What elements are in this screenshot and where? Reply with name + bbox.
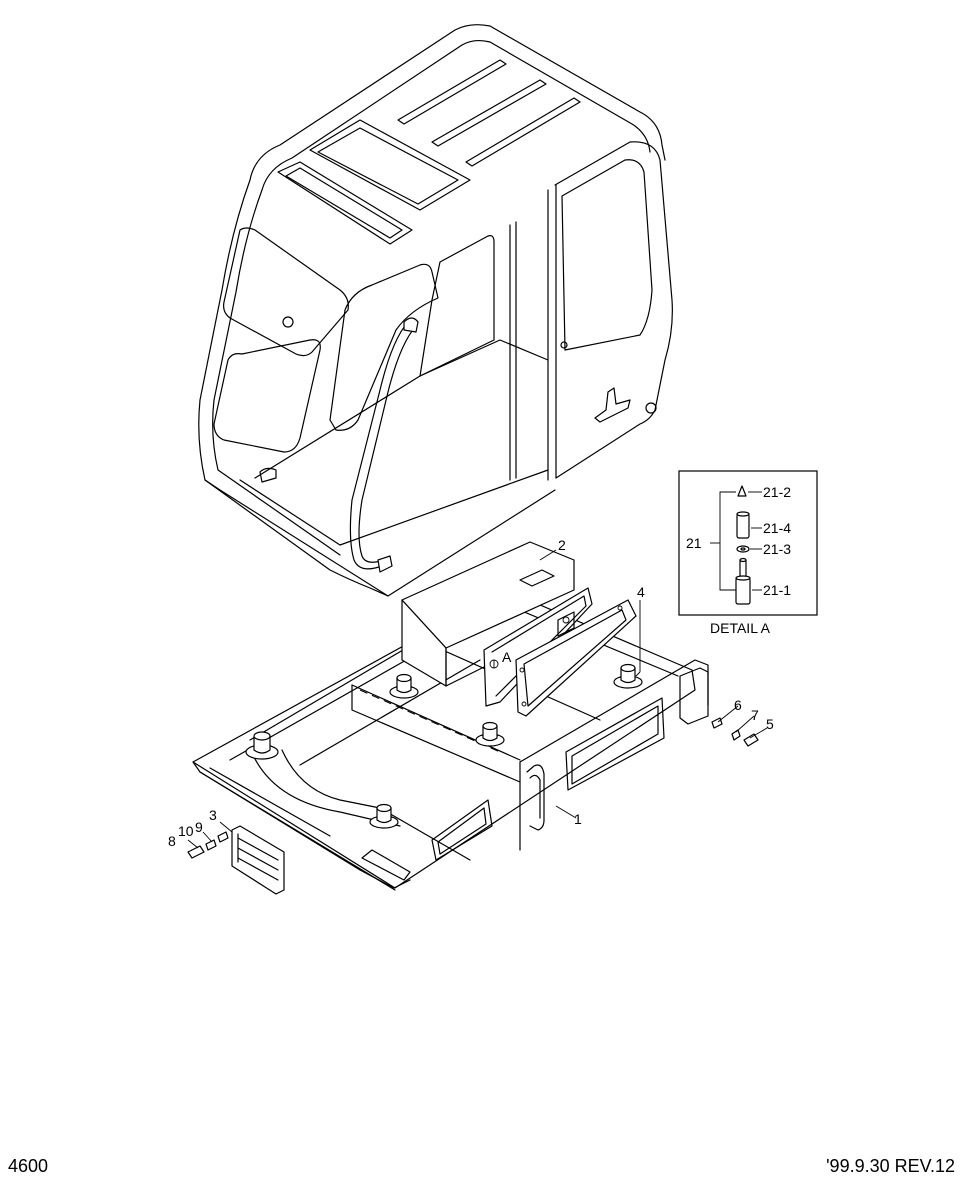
mount-posts	[245, 663, 643, 829]
detail-part-21-4: 21-4	[763, 520, 791, 536]
control-box	[401, 541, 593, 707]
callout-2: 2	[558, 537, 566, 553]
detail-title: DETAIL A	[710, 620, 771, 636]
callout-7: 7	[751, 707, 759, 723]
operator-cab	[198, 24, 673, 597]
callout-5: 5	[766, 716, 774, 732]
callout-4: 4	[637, 584, 645, 600]
callout-1: 1	[574, 811, 582, 827]
callout-10: 10	[178, 823, 194, 839]
grille	[231, 825, 285, 895]
leader-lines	[187, 549, 768, 849]
detail-part-21-1: 21-1	[763, 582, 791, 598]
detail-part-21-3: 21-3	[763, 541, 791, 557]
callout-3: 3	[209, 807, 217, 823]
callout-9: 9	[195, 819, 203, 835]
revision-label: '99.9.30 REV.12	[826, 1156, 955, 1176]
callout-8: 8	[168, 833, 176, 849]
gasket	[515, 599, 637, 717]
detail-part-21-2: 21-2	[763, 484, 791, 500]
page-number: 4600	[8, 1156, 49, 1176]
detail-a-panel	[678, 470, 818, 616]
callout-A: A	[502, 649, 512, 665]
callout-6: 6	[734, 697, 742, 713]
detail-group-label: 21	[686, 535, 702, 551]
